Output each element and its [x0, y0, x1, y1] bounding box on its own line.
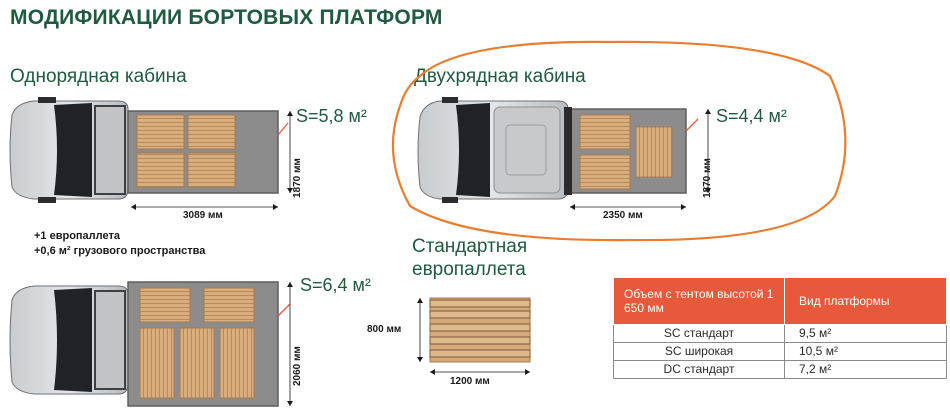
table-header-volume: Объем с тентом высотой 1 650 мм	[613, 277, 785, 325]
volume-table: Объем с тентом высотой 1 650 мм Вид плат…	[613, 277, 947, 379]
table-cell: 9,5 м²	[784, 324, 947, 343]
single-cab-truck	[9, 97, 293, 210]
page-title: МОДИФИКАЦИИ БОРТОВЫХ ПЛАТФОРМ	[10, 6, 443, 29]
pallet-width: 1200 мм	[450, 376, 490, 387]
double-cab-length: 2350 мм	[603, 210, 643, 221]
wide-cab-area: S=6,4 м²	[300, 275, 371, 295]
pallet-group	[139, 287, 255, 399]
table-cell: 10,5 м²	[784, 342, 947, 361]
pallet-group	[136, 114, 236, 188]
table-row: SC широкая 10,5 м²	[613, 342, 947, 361]
table-cell: DC стандарт	[613, 360, 785, 379]
double-cab-heading: Двухрядная кабина	[414, 66, 586, 87]
table-cell: SC стандарт	[613, 324, 785, 343]
table-header-platform: Вид платформы	[784, 277, 947, 325]
pallet-heading-line2: европаллета	[412, 259, 526, 280]
euro-pallet	[417, 297, 531, 375]
single-cab-width: 1870 мм	[292, 158, 303, 198]
note-line1: +1 европаллета	[34, 230, 120, 242]
note-line2: +0,6 м² грузового пространства	[34, 245, 206, 257]
pallet-heading-line1: Стандартная	[412, 236, 528, 257]
table-row: DC стандарт 7,2 м²	[613, 360, 947, 379]
single-cab-heading: Однорядная кабина	[10, 66, 187, 87]
single-cab-area: S=5,8 м²	[296, 106, 367, 126]
highlight-ellipse	[391, 40, 847, 242]
table-cell: 7,2 м²	[784, 360, 947, 379]
single-cab-length: 3089 мм	[183, 210, 223, 221]
wide-cab-truck	[9, 281, 293, 407]
wide-cab-width: 2060 мм	[292, 346, 303, 386]
double-cab-area: S=4,4 м²	[716, 106, 787, 126]
table-cell: SC широкая	[613, 342, 785, 361]
table-row: SC стандарт 9,5 м²	[613, 324, 947, 343]
pallet-height: 800 мм	[367, 324, 402, 335]
double-cab-truck	[417, 97, 711, 210]
pallet-group	[579, 114, 673, 190]
